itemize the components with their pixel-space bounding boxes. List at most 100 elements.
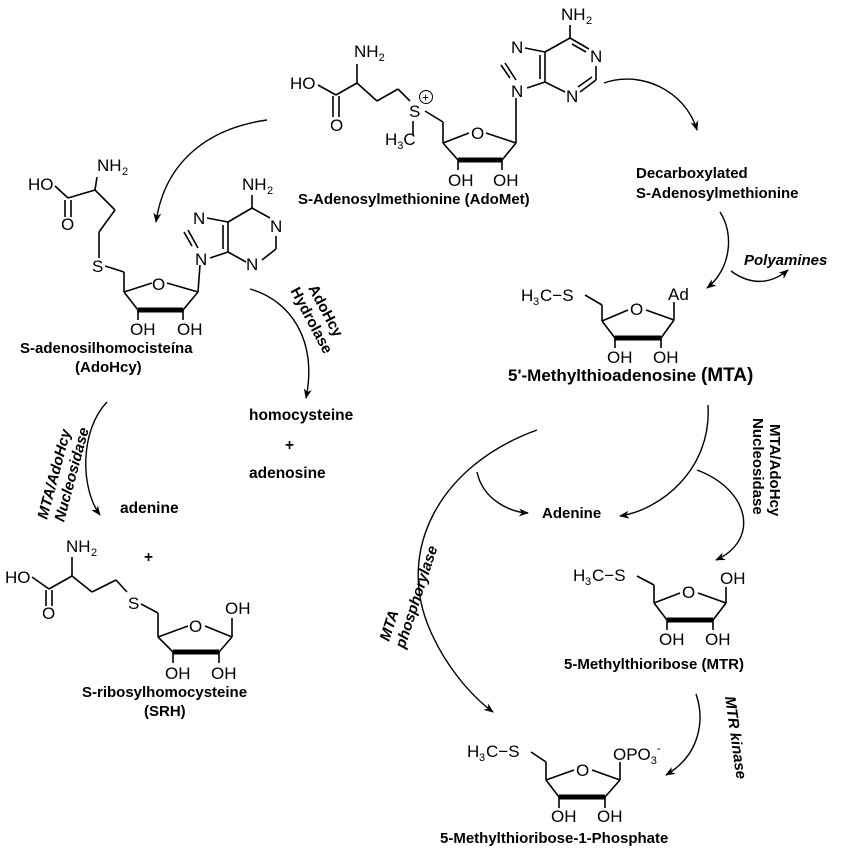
mtr-label: 5-Methylthioribose (MTR) xyxy=(564,656,744,673)
svg-text:HO: HO xyxy=(28,175,54,194)
svg-text:MTR kinase: MTR kinase xyxy=(721,695,749,780)
svg-text:2: 2 xyxy=(122,166,128,178)
svg-text:OH: OH xyxy=(493,171,519,190)
svg-text:O: O xyxy=(630,300,643,319)
adomet-structure: NH2 HO O S + H3C O OH OH N N xyxy=(290,5,602,190)
svg-text:C−S: C−S xyxy=(592,566,626,585)
product-adenine-center: Adenine xyxy=(542,505,601,522)
srh-label-line2: (SRH) xyxy=(144,703,186,720)
arrow-right-nucleosidase xyxy=(696,469,745,561)
svg-text:C−S: C−S xyxy=(540,286,574,305)
svg-text:N: N xyxy=(566,87,578,106)
svg-text:O: O xyxy=(152,275,165,294)
arrow-mta-phosphorylase xyxy=(417,429,538,713)
svg-text:2: 2 xyxy=(91,547,97,559)
svg-text:3: 3 xyxy=(585,576,591,588)
svg-text:N: N xyxy=(270,217,282,236)
adomet-label: S-Adenosylmethionine (AdoMet) xyxy=(298,191,530,208)
phosphate-group: OPO3- xyxy=(613,743,661,767)
svg-text:O: O xyxy=(189,617,202,636)
svg-text:H: H xyxy=(521,286,533,305)
arrow-adomet-to-adohcy xyxy=(153,119,268,223)
svg-text:OH: OH xyxy=(448,171,474,190)
adohcy-structure: NH 2 HO O S O OH OH N N NH xyxy=(28,156,282,339)
svg-text:OH: OH xyxy=(551,807,577,826)
arrow-mta-to-adenine xyxy=(619,404,709,519)
svg-text:OH: OH xyxy=(165,664,191,683)
arrow-polyamines xyxy=(730,269,789,282)
svg-text:OH: OH xyxy=(211,664,237,683)
svg-text:H: H xyxy=(573,566,585,585)
svg-text:N: N xyxy=(246,255,258,274)
enzyme-left-nucleosidase: MTA/AdoHcy Nucleosidase xyxy=(34,426,92,524)
svg-text:O: O xyxy=(682,583,695,602)
svg-text:C−S: C−S xyxy=(486,742,520,761)
adohcy-label-line2: (AdoHcy) xyxy=(75,359,142,376)
svg-text:2: 2 xyxy=(586,15,592,27)
mta-structure: H 3 C−S O Ad OH OH xyxy=(521,285,689,367)
svg-text:NH: NH xyxy=(97,156,122,175)
adohcy-label-line1: S-adenosilhomocisteína xyxy=(20,340,193,357)
svg-text:OH: OH xyxy=(225,599,251,618)
adomet-nh2: NH2 xyxy=(354,42,385,64)
svg-text:+: + xyxy=(422,91,429,105)
product-adenine-left: adenine xyxy=(120,500,179,517)
enzyme-mtr-kinase: MTR kinase xyxy=(721,695,749,780)
adomet-sulfonium: S xyxy=(409,102,420,121)
svg-text:Nucleosidase: Nucleosidase xyxy=(749,418,766,515)
svg-text:O: O xyxy=(471,124,484,143)
product-homocysteine: homocysteine xyxy=(249,407,354,424)
mta-label: 5'-Methylthioadenosine (MTA) xyxy=(508,365,753,386)
adomet-ch3: H3C xyxy=(385,130,416,152)
svg-text:OH: OH xyxy=(177,320,203,339)
arrow-left-nucleosidase xyxy=(85,401,108,516)
plus-sign-2: + xyxy=(144,549,153,566)
product-polyamines: Polyamines xyxy=(744,252,827,269)
svg-text:O: O xyxy=(61,215,74,234)
svg-text:NH: NH xyxy=(66,537,91,556)
svg-text:OH: OH xyxy=(659,630,685,649)
enzyme-adohcy-hydrolase: AdoHcy Hydrolase xyxy=(287,282,347,357)
svg-text:MTA/AdoHcy: MTA/AdoHcy xyxy=(766,424,783,517)
svg-text:S: S xyxy=(128,594,139,613)
mtr1p-structure: H 3 C−S O OPO3- OH OH xyxy=(467,742,661,826)
svg-text:OH: OH xyxy=(705,630,731,649)
svg-text:N: N xyxy=(511,82,523,101)
product-adenosine: adenosine xyxy=(249,465,326,482)
svg-text:Ad: Ad xyxy=(668,285,689,304)
srh-structure: NH 2 HO O S O OH OH OH xyxy=(5,537,251,683)
svg-text:N: N xyxy=(195,250,207,269)
svg-text:O: O xyxy=(576,761,589,780)
mtr1p-label: 5-Methylthioribose-1-Phosphate xyxy=(440,830,668,847)
svg-text:2: 2 xyxy=(267,185,273,197)
srh-label-line1: S-ribosylhomocysteine xyxy=(82,684,247,701)
adomet-adenine-nh2: NH xyxy=(561,5,586,24)
svg-text:OH: OH xyxy=(653,348,679,367)
svg-text:N: N xyxy=(511,38,523,57)
svg-text:OH: OH xyxy=(130,320,156,339)
svg-text:3: 3 xyxy=(533,296,539,308)
arrow-dcadomet-to-mta xyxy=(706,211,730,289)
svg-text:HO: HO xyxy=(5,568,31,587)
svg-text:OH: OH xyxy=(720,569,746,588)
svg-text:H: H xyxy=(467,742,479,761)
enzyme-right-nucleosidase: MTA/AdoHcy Nucleosidase xyxy=(749,418,783,517)
adomet-o: O xyxy=(330,116,343,135)
adomet-ho: HO xyxy=(290,74,316,93)
arrow-phosphorylase-adenine xyxy=(476,471,529,517)
arrow-adomet-to-dcadomet xyxy=(603,78,699,131)
svg-text:phosphorylase: phosphorylase xyxy=(392,544,441,652)
dcadomet-label-line1: Decarboxylated xyxy=(636,165,748,182)
svg-text:OH: OH xyxy=(607,348,633,367)
svg-text:3: 3 xyxy=(479,752,485,764)
plus-sign-1: + xyxy=(285,437,294,454)
arrow-mtr-kinase xyxy=(665,693,701,776)
svg-text:OH: OH xyxy=(597,807,623,826)
mtr-structure: H 3 C−S O OH OH OH xyxy=(573,566,746,649)
arrow-adohcy-hydrolase xyxy=(249,288,312,399)
svg-text:N: N xyxy=(590,47,602,66)
svg-text:NH: NH xyxy=(242,175,267,194)
svg-text:S: S xyxy=(92,257,103,276)
svg-text:N: N xyxy=(193,209,205,228)
